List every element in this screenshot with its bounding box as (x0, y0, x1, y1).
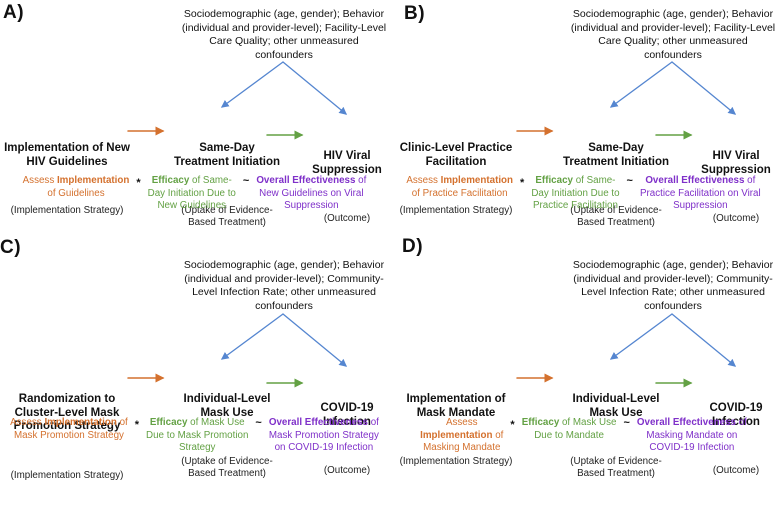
node-title: Same-Day Treatment Initiation (173, 142, 281, 168)
node-subtitle: (Implementation Strategy) (10, 469, 124, 481)
node-outcome: HIV Viral Suppression (Outcome) (277, 114, 417, 261)
confounders-text: Sociodemographic (age, gender); Behavior… (570, 8, 776, 61)
confounders-text: Sociodemographic (age, gender); Behavior… (572, 259, 774, 312)
efficacy-term: Efficacy of Same- Day Initiation Due to … (531, 175, 620, 211)
confounder-to-outcome-arrow (671, 61, 737, 115)
assess-implementation-term: Assess Implementation of Masking Mandate (420, 417, 504, 453)
confounders-text: Sociodemographic (age, gender); Behavior… (181, 8, 387, 61)
effectiveness-term: Overall Effectiveness of Practice Facili… (639, 175, 761, 211)
implementation-arrow (127, 373, 165, 383)
efficacy-term: Efficacy of Same- Day Initiation Due to … (147, 175, 236, 211)
estimand-formula: Assess Implementation of Mask Promotion … (0, 417, 389, 455)
confounder-to-outcome-arrow (282, 313, 348, 367)
effectiveness-term: Overall Effectiveness of New Guidelines … (256, 175, 367, 211)
panel-label: C) (0, 237, 22, 258)
confounding-arrows (220, 313, 348, 367)
node-title: Randomization to Cluster-Level Mask Prom… (13, 393, 121, 432)
assess-implementation-term: Assess Implementation of Guidelines (22, 175, 130, 199)
panel-label: D) (402, 236, 424, 257)
node-title: Implementation of Mask Mandate (406, 393, 506, 419)
node-title: Individual-Level Mask Use (572, 393, 660, 419)
assess-implementation-term: Assess Implementation of Mask Promotion … (10, 417, 128, 441)
confounders-text: Sociodemographic (age, gender); Behavior… (183, 259, 385, 312)
approx-operator: ~ (626, 175, 633, 187)
node-subtitle: (Uptake of Evidence- Based Treatment) (181, 205, 273, 228)
assess-implementation-term: Assess Implementation of Practice Facili… (406, 175, 514, 199)
node-title: HIV Viral Suppression (312, 150, 382, 176)
confounder-to-outcome-arrow (282, 61, 348, 115)
confounder-to-uptake-arrow (220, 313, 284, 360)
multiply-operator: * (510, 419, 515, 431)
node-implementation-strategy: Clinic-Level Practice Facilitation (Impl… (381, 106, 531, 253)
node-subtitle: (Outcome) (712, 213, 760, 224)
node-uptake: Same-Day Treatment Initiation (Uptake of… (541, 106, 691, 265)
multiply-operator: * (134, 419, 140, 431)
confounding-arrows (609, 313, 737, 367)
panel-b: B) Sociodemographic (age, gender); Behav… (389, 0, 777, 228)
approx-operator: ~ (255, 417, 262, 429)
estimand-formula: Assess Implementation of Guidelines * Ef… (0, 175, 389, 213)
panel-c: C) Sociodemographic (age, gender); Behav… (0, 228, 389, 481)
node-subtitle: (Outcome) (323, 213, 371, 224)
confounder-to-uptake-arrow (609, 313, 673, 360)
node-uptake: Same-Day Treatment Initiation (Uptake of… (152, 106, 302, 265)
confounder-to-uptake-arrow (609, 61, 673, 108)
node-subtitle: (Implementation Strategy) (399, 456, 513, 467)
node-title: Individual-Level Mask Use (183, 393, 271, 419)
implementation-arrow (516, 373, 554, 383)
multiply-operator: * (520, 177, 525, 189)
implementation-arrow (127, 126, 165, 136)
node-subtitle: (Implementation Strategy) (10, 205, 124, 216)
implementation-arrow (516, 126, 554, 136)
node-title: COVID-19 Infection (709, 402, 763, 428)
confounder-to-uptake-arrow (220, 61, 284, 108)
panel-label: B) (404, 3, 426, 24)
estimand-formula: Assess Implementation of Practice Facili… (389, 175, 777, 213)
confounding-arrows (609, 61, 737, 115)
panel-label: A) (3, 2, 25, 23)
efficacy-arrow (655, 130, 693, 140)
panel-d: D) Sociodemographic (age, gender); Behav… (389, 228, 777, 479)
efficacy-arrow (266, 130, 304, 140)
confounder-to-outcome-arrow (671, 313, 737, 367)
effectiveness-term: Overall Effectiveness of Mask Promotion … (268, 417, 379, 453)
multiply-operator: * (136, 177, 141, 189)
node-subtitle: (Uptake of Evidence- Based Treatment) (570, 205, 662, 228)
panel-a: A) Sociodemographic (age, gender); Behav… (0, 0, 389, 228)
efficacy-arrow (266, 378, 304, 388)
effectiveness-term: Overall Effectiveness of Masking Mandate… (636, 417, 747, 453)
node-title: Clinic-Level Practice Facilitation (399, 142, 513, 168)
node-title: Implementation of New HIV Guidelines (4, 142, 130, 168)
confounding-arrows (220, 61, 348, 115)
estimand-formula: Assess Implementation of Masking Mandate… (389, 417, 777, 455)
node-outcome: HIV Viral Suppression (Outcome) (666, 114, 777, 261)
efficacy-term: Efficacy of Mask Use Due to Mandate (521, 417, 617, 441)
node-title: HIV Viral Suppression (701, 150, 771, 176)
efficacy-term: Efficacy of Mask Use Due to Mask Promoti… (146, 417, 249, 453)
approx-operator: ~ (242, 175, 250, 187)
efficacy-arrow (655, 378, 693, 388)
node-title: COVID-19 Infection (320, 402, 374, 428)
node-title: Same-Day Treatment Initiation (562, 142, 670, 168)
approx-operator: ~ (623, 417, 630, 429)
node-subtitle: (Outcome) (712, 465, 760, 476)
node-subtitle: (Implementation Strategy) (399, 205, 513, 216)
node-implementation-strategy: Implementation of New HIV Guidelines (Im… (0, 106, 142, 253)
